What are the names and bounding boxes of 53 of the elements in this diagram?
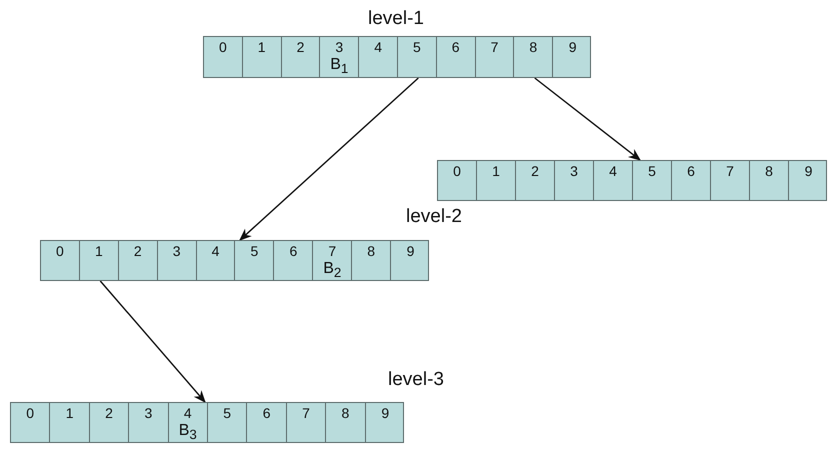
index-number: 4 (210, 243, 220, 259)
index-number: 0 (25, 405, 36, 421)
index-number: 1 (94, 243, 104, 259)
index-number: 2 (530, 163, 540, 179)
index-number: 3 (172, 243, 182, 259)
index-number: 7 (490, 39, 500, 55)
index-number: 9 (380, 405, 390, 421)
index-number: 7 (725, 163, 735, 179)
bucket-label: B$_{2}$ (322, 260, 342, 282)
index-number: 8 (764, 163, 774, 179)
index-number: 5 (647, 163, 657, 179)
index-number: 2 (296, 39, 306, 55)
index-number: 8 (366, 243, 376, 259)
index-number: 6 (288, 243, 298, 259)
index-number: 9 (568, 39, 578, 55)
index-number: 4 (373, 39, 383, 55)
index-number: 3 (569, 163, 579, 179)
bucket-label: B$_{3}$ (178, 422, 198, 444)
index-number: 8 (528, 39, 538, 55)
index-number: 7 (327, 243, 338, 259)
index-number: 2 (132, 243, 143, 259)
level-label: level-2 (406, 206, 462, 228)
index-number: 5 (412, 39, 422, 55)
array-bar (437, 160, 827, 201)
index-number: 0 (55, 243, 65, 259)
index-number: 6 (686, 163, 696, 179)
index-number: 0 (452, 163, 462, 179)
index-number: 1 (64, 405, 74, 421)
index-number: 5 (250, 243, 260, 259)
index-number: 6 (450, 39, 461, 55)
arrow (534, 77, 641, 161)
index-number: 7 (301, 405, 311, 421)
level-label: level-1 (368, 8, 424, 30)
index-number: 1 (256, 39, 267, 55)
index-number: 6 (262, 405, 272, 421)
arrow (100, 280, 206, 403)
bucket-label: B$_{1}$ (329, 56, 350, 78)
index-number: 3 (334, 39, 344, 55)
level-label: level-3 (388, 369, 444, 391)
index-number: 0 (218, 39, 228, 55)
arrow (239, 77, 419, 241)
index-number: 9 (406, 243, 416, 259)
array-bar (40, 240, 429, 281)
index-number: 1 (491, 163, 501, 179)
index-number: 4 (182, 405, 193, 421)
array-bar (203, 36, 591, 78)
index-number: 3 (143, 405, 154, 421)
index-number: 5 (222, 405, 232, 421)
index-number: 2 (104, 405, 114, 421)
array-bar (10, 402, 404, 443)
index-number: 8 (340, 405, 350, 421)
index-number: 9 (804, 163, 814, 179)
index-number: 4 (608, 163, 618, 179)
